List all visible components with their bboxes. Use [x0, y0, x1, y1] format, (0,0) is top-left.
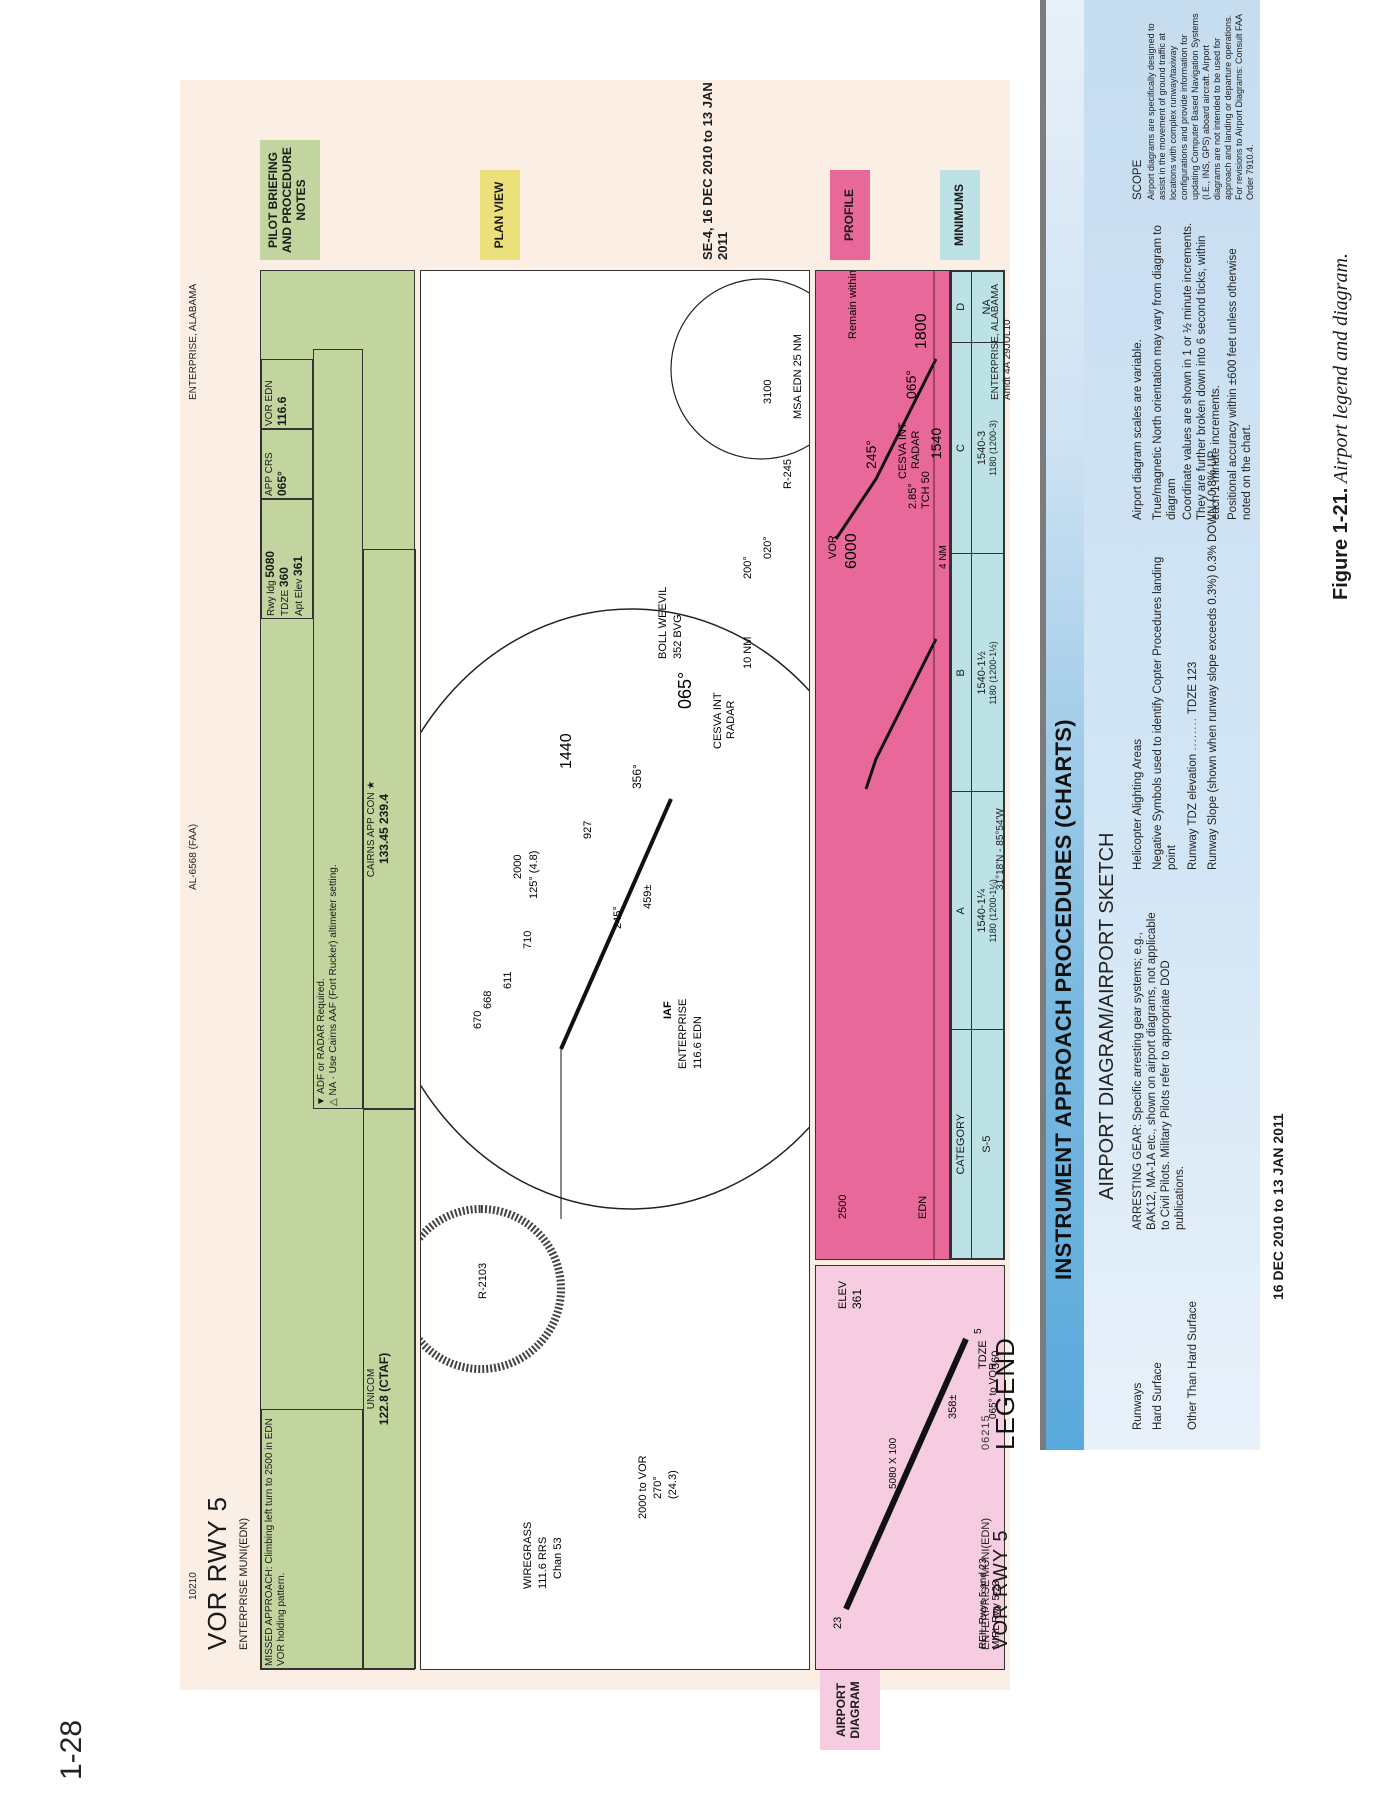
svg-text:TDZE: TDZE — [977, 1340, 989, 1369]
svg-text:5: 5 — [973, 1328, 984, 1334]
svg-text:360: 360 — [990, 1351, 1002, 1369]
svg-text:361: 361 — [850, 1289, 864, 1309]
svg-text:245°: 245° — [863, 440, 879, 469]
svg-text:REIL Rwys 5 and 23: REIL Rwys 5 and 23 — [978, 1558, 989, 1649]
helicopter-areas: Helicopter Alighting Areas — [1132, 738, 1144, 870]
svg-text:Remain within 10 NM: Remain within 10 NM — [847, 270, 859, 339]
north-note: True/magnetic North orientation may vary… — [1152, 225, 1178, 520]
svg-text:1440: 1440 — [558, 733, 575, 769]
legend-date-bottom: 16 DEC 2010 to 13 JAN 2011 — [1270, 1113, 1286, 1300]
svg-text:116.6 EDN: 116.6 EDN — [692, 1016, 704, 1069]
arresting-gear-note: ARRESTING GEAR: Specific arresting gear … — [1132, 912, 1186, 1230]
svg-text:200°: 200° — [742, 556, 754, 579]
scope-title: SCOPE — [1132, 159, 1144, 200]
profile-drawing: Remain within 10 NM 1800 065° 245° VOR 6… — [827, 270, 949, 1259]
profile-view: Remain within 10 NM 1800 065° 245° VOR 6… — [815, 270, 950, 1260]
svg-text:5080 X 100: 5080 X 100 — [888, 1437, 899, 1489]
surface-other: Other Than Hard Surface — [1187, 1301, 1199, 1430]
tdz-elevation: Runway TDZ elevation ........ TDZE 123 — [1187, 661, 1199, 870]
svg-text:356°: 356° — [630, 764, 644, 789]
svg-text:352 BVG: 352 BVG — [672, 614, 684, 659]
surface-hard: Hard Surface — [1152, 1362, 1164, 1430]
svg-text:4 NM: 4 NM — [938, 545, 949, 569]
svg-text:BOLL WEEVIL: BOLL WEEVIL — [657, 587, 669, 659]
svg-text:065° to VOR: 065° to VOR — [988, 1363, 999, 1419]
svg-text:668: 668 — [482, 991, 494, 1009]
plan-view-drawing: MSA EDN 25 NM 3100 10 NM R-2103 1440 927… — [420, 278, 810, 1589]
svg-text:611: 611 — [502, 971, 514, 989]
svg-text:Chan 53: Chan 53 — [552, 1537, 564, 1579]
svg-text:065°: 065° — [675, 672, 695, 709]
legend-word: LEGEND — [990, 1337, 1020, 1450]
svg-text:ELEV: ELEV — [837, 1280, 849, 1309]
svg-text:CESVA INT: CESVA INT — [712, 692, 724, 749]
svg-text:EDN: EDN — [917, 1196, 929, 1219]
svg-text:RADAR: RADAR — [725, 700, 737, 739]
svg-text:CESVA INT: CESVA INT — [897, 422, 909, 479]
scope-text: Airport diagrams are specifically design… — [1146, 13, 1255, 200]
svg-text:R-245: R-245 — [782, 459, 794, 489]
negative-symbols: Negative Symbols used to identify Copter… — [1152, 556, 1178, 870]
svg-text:ENTERPRISE: ENTERPRISE — [677, 999, 689, 1069]
svg-text:(24.3): (24.3) — [667, 1470, 679, 1499]
svg-text:R-2103: R-2103 — [477, 1263, 489, 1299]
svg-text:111.6 RRS: 111.6 RRS — [537, 1537, 549, 1589]
svg-text:710: 710 — [522, 931, 534, 949]
svg-text:2500: 2500 — [837, 1195, 849, 1219]
svg-text:VOR: VOR — [827, 535, 839, 559]
svg-text:2000: 2000 — [512, 855, 524, 879]
plan-view: MSA EDN 25 NM 3100 10 NM R-2103 1440 927… — [420, 270, 810, 1670]
svg-text:3100: 3100 — [762, 380, 774, 404]
svg-text:MIRL Rwy 5-23: MIRL Rwy 5-23 — [991, 1580, 1002, 1649]
svg-text:245°: 245° — [612, 906, 624, 929]
scales-note: Airport diagram scales are variable. — [1132, 339, 1144, 520]
svg-text:670: 670 — [472, 1011, 484, 1029]
svg-text:358±: 358± — [947, 1395, 959, 1419]
svg-text:IAF: IAF — [662, 1001, 674, 1019]
legend-box: INSTRUMENT APPROACH PROCEDURES (CHARTS) … — [1040, 0, 1260, 1450]
legend-subtitle: AIRPORT DIAGRAM/AIRPORT SKETCH — [1096, 832, 1118, 1200]
airport-diagram-drawing: ELEV 361 TDZE 360 23 5 5080 X 100 358± 0… — [832, 1280, 1002, 1649]
svg-text:927: 927 — [582, 821, 594, 839]
legend-header: 06215 LEGEND — [980, 1337, 1020, 1450]
svg-text:WIREGRASS: WIREGRASS — [522, 1522, 534, 1589]
legend-title: INSTRUMENT APPROACH PROCEDURES (CHARTS) — [1051, 719, 1076, 1280]
svg-text:2000 to VOR: 2000 to VOR — [637, 1455, 649, 1519]
svg-text:065°: 065° — [903, 370, 919, 399]
svg-text:10 NM: 10 NM — [742, 637, 754, 669]
airport-diagram: ELEV 361 TDZE 360 23 5 5080 X 100 358± 0… — [815, 1265, 1005, 1670]
coordinate-note: Coordinate values are shown in 1 or ½ mi… — [1182, 222, 1222, 520]
svg-text:020°: 020° — [762, 536, 774, 559]
svg-text:125° (4.8): 125° (4.8) — [528, 851, 540, 899]
msa-label: MSA EDN 25 NM — [792, 334, 804, 419]
svg-text:270°: 270° — [652, 1476, 664, 1499]
svg-text:1540: 1540 — [928, 428, 944, 459]
svg-text:RADAR: RADAR — [910, 430, 922, 469]
runways-label: Runways — [1132, 1382, 1144, 1430]
approach-chart: ENTERPRISE, ALABAMA AL-6568 (FAA) 10210 … — [180, 80, 1013, 1750]
svg-text:23: 23 — [832, 1617, 844, 1629]
accuracy-note: Positional accuracy within ±600 feet unl… — [1227, 248, 1253, 520]
svg-text:6000: 6000 — [843, 533, 860, 569]
svg-text:2.85°: 2.85° — [907, 483, 919, 509]
svg-text:TCH 50: TCH 50 — [920, 471, 932, 509]
svg-text:1800: 1800 — [913, 313, 930, 349]
svg-text:459±: 459± — [642, 885, 654, 909]
